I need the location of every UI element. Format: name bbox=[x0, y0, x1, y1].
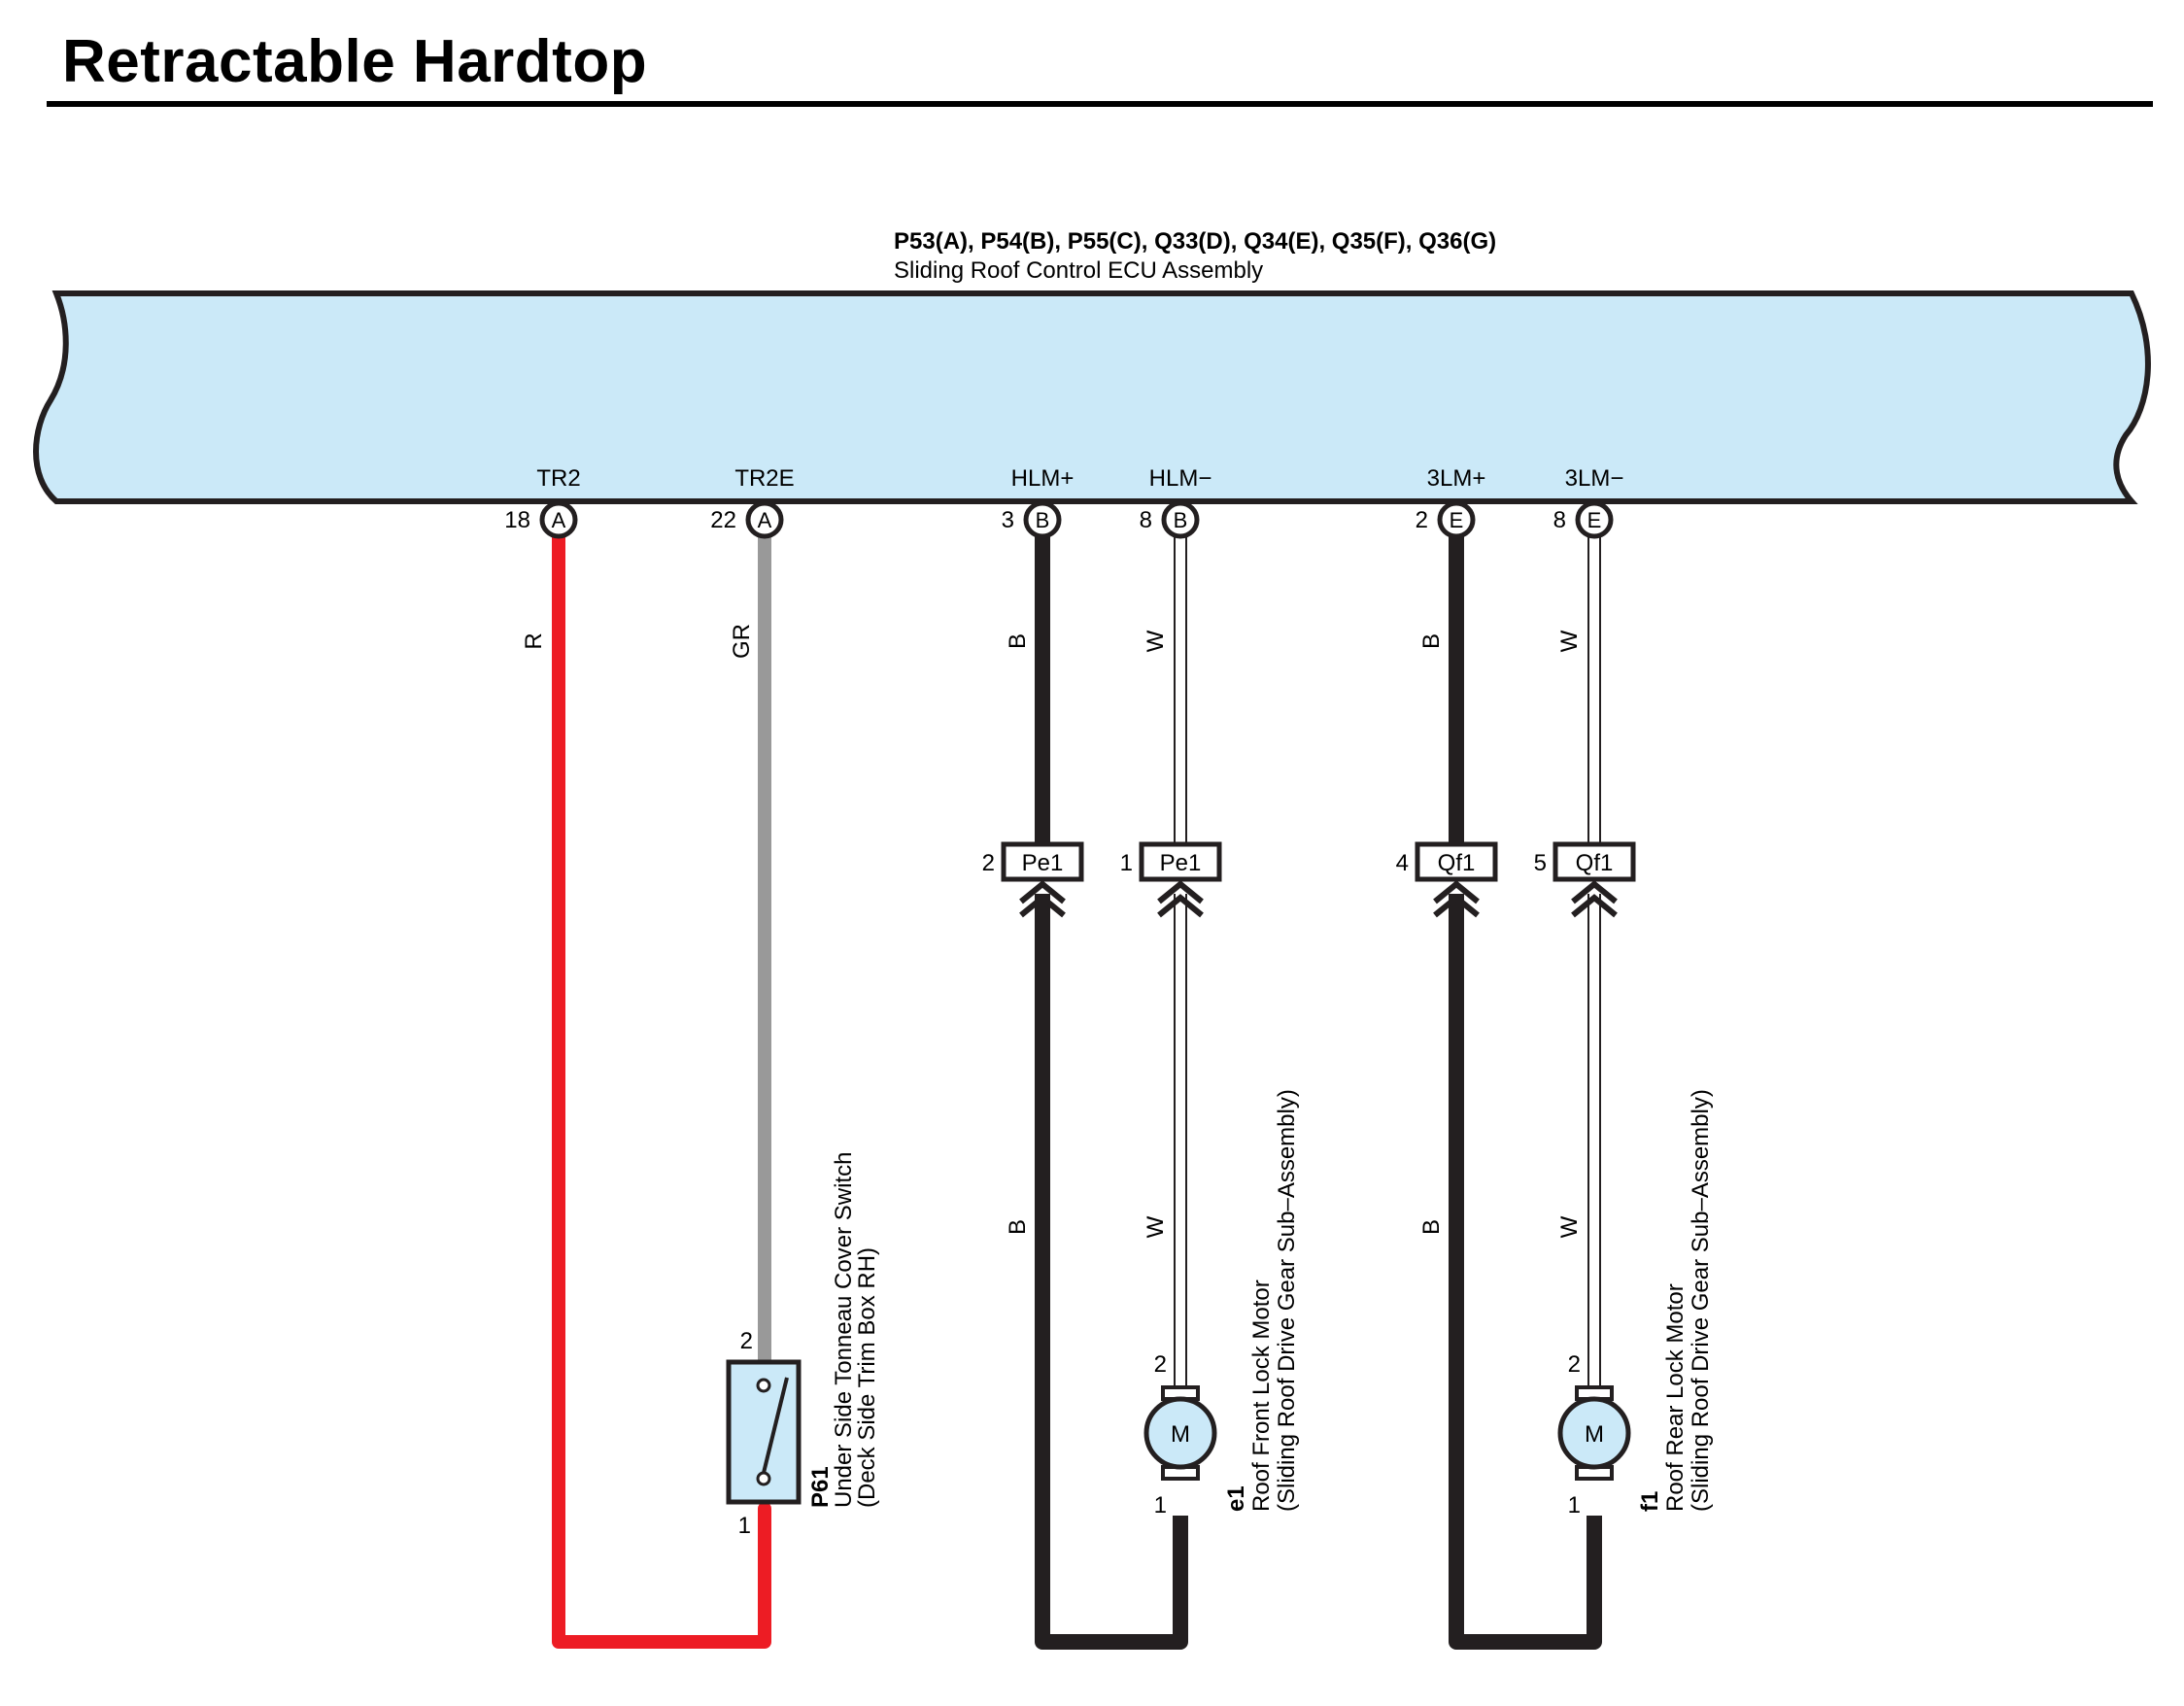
motor-f1-code: f1 bbox=[1637, 1491, 1663, 1512]
terminal-label-hlm-minus: HLM− bbox=[1149, 465, 1212, 492]
terminal-label-hlm-plus: HLM+ bbox=[1011, 465, 1075, 492]
motor-f1: M 2 1 bbox=[1557, 1351, 1631, 1518]
terminal-label-3lm-plus: 3LM+ bbox=[1427, 465, 1486, 492]
chevron-up-icon bbox=[1157, 880, 1204, 918]
terminal-label-tr2: TR2 bbox=[536, 465, 580, 492]
wire-code-w-upper: W bbox=[1143, 630, 1169, 652]
motor-pin-top: 2 bbox=[1568, 1351, 1581, 1378]
switch-contact-icon bbox=[762, 1377, 789, 1474]
ecu-connectors-label: P53(A), P54(B), P55(C), Q33(D), Q34(E), … bbox=[894, 228, 1496, 255]
motor-e1-code: e1 bbox=[1223, 1485, 1249, 1512]
chevron-up-icon bbox=[1433, 880, 1480, 918]
junction-pin: 2 bbox=[982, 850, 995, 876]
terminal-conn-letter: E bbox=[1587, 508, 1602, 532]
terminal-pin-3lm-minus: E 8 bbox=[1553, 500, 1614, 539]
junction-pe1-pin2: Pe1 2 bbox=[982, 841, 1084, 918]
switch-location: (Deck Side Trim Box RH) bbox=[854, 1247, 880, 1508]
wire-code-gr: GR bbox=[729, 624, 755, 659]
terminal-conn-letter: B bbox=[1174, 508, 1188, 532]
junction-name: Pe1 bbox=[1022, 850, 1064, 876]
junction-name: Pe1 bbox=[1160, 850, 1202, 876]
junction-name: Qf1 bbox=[1438, 850, 1476, 876]
wire-red-r bbox=[552, 528, 771, 1649]
motor-f1-name: Roof Rear Lock Motor bbox=[1662, 1283, 1689, 1512]
wire-code-r: R bbox=[521, 632, 547, 649]
title-rule bbox=[47, 101, 2153, 107]
wire-code-w-upper: W bbox=[1556, 630, 1583, 652]
switch-name: Under Side Tonneau Cover Switch bbox=[831, 1152, 857, 1508]
terminal-pin-number: 22 bbox=[710, 507, 736, 533]
terminal-pin-hlm-plus: B 3 bbox=[1002, 500, 1062, 539]
terminal-pin-number: 2 bbox=[1416, 507, 1428, 533]
switch-code: P61 bbox=[807, 1466, 834, 1508]
ecu-name-label: Sliding Roof Control ECU Assembly bbox=[894, 257, 1263, 284]
wire-code-w-lower: W bbox=[1143, 1215, 1169, 1238]
switch-pin-top: 2 bbox=[740, 1328, 753, 1354]
motor-e1: M 2 1 bbox=[1143, 1351, 1217, 1518]
terminal-pin-number: 3 bbox=[1002, 507, 1014, 533]
junction-qf1-pin5: Qf1 5 bbox=[1534, 841, 1636, 918]
motor-pin-top: 2 bbox=[1154, 1351, 1167, 1378]
terminal-pin-hlm-minus: B 8 bbox=[1140, 500, 1200, 539]
junction-pin: 5 bbox=[1534, 850, 1547, 876]
terminal-label-tr2e: TR2E bbox=[734, 465, 794, 492]
motor-f1-location: (Sliding Roof Drive Gear Sub–Assembly) bbox=[1688, 1089, 1714, 1512]
chevron-up-icon bbox=[1571, 880, 1618, 918]
switch-p61: 2 1 bbox=[726, 1328, 802, 1539]
switch-pin-bottom: 1 bbox=[738, 1513, 751, 1539]
junction-pe1-pin1: Pe1 1 bbox=[1120, 841, 1222, 918]
terminal-pin-number: 8 bbox=[1553, 507, 1566, 533]
wire-code-b-upper: B bbox=[1005, 633, 1031, 649]
junction-name: Qf1 bbox=[1576, 850, 1614, 876]
ecu-body bbox=[33, 290, 2151, 504]
motor-symbol: M bbox=[1585, 1421, 1604, 1448]
motor-e1-name: Roof Front Lock Motor bbox=[1248, 1280, 1275, 1512]
terminal-conn-letter: A bbox=[758, 508, 772, 532]
terminal-pin-tr2: A 18 bbox=[504, 500, 578, 539]
chevron-up-icon bbox=[1019, 880, 1066, 918]
wire-code-b-upper: B bbox=[1418, 633, 1445, 649]
motor-pin-bottom: 1 bbox=[1568, 1492, 1581, 1518]
motor-symbol: M bbox=[1171, 1421, 1190, 1448]
wire-code-w-lower: W bbox=[1556, 1215, 1583, 1238]
terminal-pin-number: 18 bbox=[504, 507, 530, 533]
motor-e1-location: (Sliding Roof Drive Gear Sub–Assembly) bbox=[1274, 1089, 1300, 1512]
wire-code-b-lower: B bbox=[1418, 1219, 1445, 1235]
terminal-label-3lm-minus: 3LM− bbox=[1565, 465, 1624, 492]
motor-pin-bottom: 1 bbox=[1154, 1492, 1167, 1518]
terminal-conn-letter: A bbox=[552, 508, 566, 532]
junction-pin: 1 bbox=[1120, 850, 1133, 876]
terminal-conn-letter: E bbox=[1450, 508, 1464, 532]
terminal-pin-tr2e: A 22 bbox=[710, 500, 784, 539]
wire-code-b-lower: B bbox=[1005, 1219, 1031, 1235]
page-title: Retractable Hardtop bbox=[62, 28, 648, 95]
terminal-pin-3lm-plus: E 2 bbox=[1416, 500, 1476, 539]
wire-black-hlm-loop bbox=[1035, 894, 1188, 1650]
junction-qf1-pin4: Qf1 4 bbox=[1396, 841, 1498, 918]
wire-black-3lm-loop bbox=[1449, 894, 1602, 1650]
junction-pin: 4 bbox=[1396, 850, 1409, 876]
terminal-conn-letter: B bbox=[1036, 508, 1050, 532]
terminal-pin-number: 8 bbox=[1140, 507, 1152, 533]
